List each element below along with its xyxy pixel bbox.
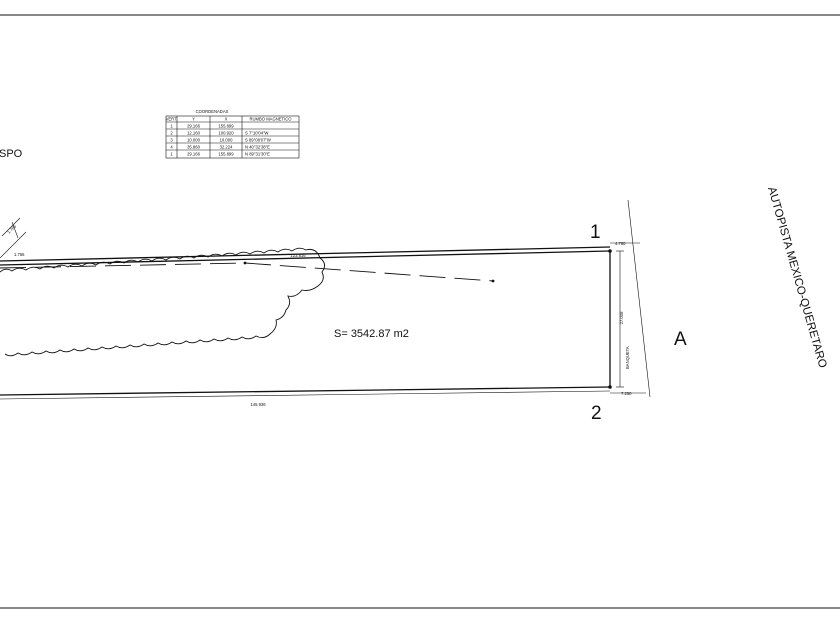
- table-cell: S 89°08'07"W: [245, 138, 271, 143]
- table-cell: N 89°31'30"E: [245, 152, 270, 157]
- bottom-corner-dim-text: 7.250: [621, 391, 632, 396]
- property-boundary: [0, 246, 612, 400]
- bottom-boundary-offset: [0, 390, 611, 400]
- banqueta-label: BANQUETA: [625, 346, 630, 369]
- vertex-2-label: 2: [591, 403, 602, 424]
- table-cell: 29.166: [187, 124, 200, 129]
- table-cell: 155.899: [218, 152, 234, 157]
- dashed-line-point: [243, 261, 247, 265]
- table-cell: 3: [170, 138, 173, 143]
- dashed-line: [0, 262, 494, 282]
- table-cell: 10.000: [187, 138, 200, 143]
- vertex-1-label: 1: [590, 222, 601, 243]
- height-dim-text: 27.008: [619, 311, 624, 324]
- right-height-dimension: 27.008 BANQUETA: [616, 250, 630, 388]
- vegetation-cloud: [0, 247, 325, 357]
- table-cell: 4: [170, 145, 173, 150]
- diagonal-dim-value: 1.765: [14, 252, 25, 257]
- coordinates-table: COORDENADAS VERT. Y X RUMBO MAGNETICO 1 …: [165, 109, 300, 159]
- bottom-length-text: 145.936: [250, 402, 266, 407]
- table-header: Y: [192, 117, 195, 122]
- table-header: VERT.: [166, 117, 178, 122]
- highway-edge-line: [627, 199, 651, 398]
- table-cell: 10.000: [220, 138, 233, 143]
- dashed-line-end-point: [491, 279, 495, 283]
- table-cell: 1: [170, 124, 173, 129]
- table-cell: 2: [170, 131, 173, 136]
- table-cell: 155.899: [218, 124, 234, 129]
- vertex-2-point: [608, 385, 612, 389]
- table-header: X: [225, 117, 228, 122]
- diagonal-dimension: 1.765 1.765: [0, 217, 27, 259]
- table-cell: 1: [170, 152, 173, 157]
- area-label: S= 3542.87 m2: [334, 328, 409, 340]
- vertex-1-point: [608, 249, 612, 253]
- table-cell: 100.920: [218, 131, 234, 136]
- highway-label: AUTOPISTA MEXICO-QUERETARO: [765, 186, 828, 370]
- table-cell: S 7°10'04"W: [245, 131, 269, 136]
- diagonal-dim-line: [0, 231, 27, 259]
- top-corner-dim-text: 4.780: [615, 241, 626, 246]
- table-header: RUMBO MAGNETICO: [249, 117, 292, 122]
- corner-dimensions: 4.780 7.250: [610, 241, 646, 396]
- table-cell: 35.860: [187, 145, 200, 150]
- bottom-boundary: [0, 386, 611, 396]
- table-border: [165, 115, 300, 159]
- table-cell: 29.166: [187, 152, 200, 157]
- table-title: COORDENADAS: [196, 109, 229, 114]
- top-length-text: 123.816: [290, 253, 306, 258]
- left-edge-label: SPO: [0, 148, 23, 160]
- top-boundary-outer: [0, 246, 611, 262]
- diagonal-dim-text: 1.765: [6, 223, 17, 234]
- table-cell: N 40°32'38"E: [245, 145, 270, 150]
- table-cell: 32.224: [220, 145, 233, 150]
- diagonal-dim-tick: [11, 221, 19, 239]
- table-cell: 12.160: [187, 131, 200, 136]
- side-letter-label: A: [674, 329, 687, 350]
- diagonal-dim-line: [1, 217, 21, 237]
